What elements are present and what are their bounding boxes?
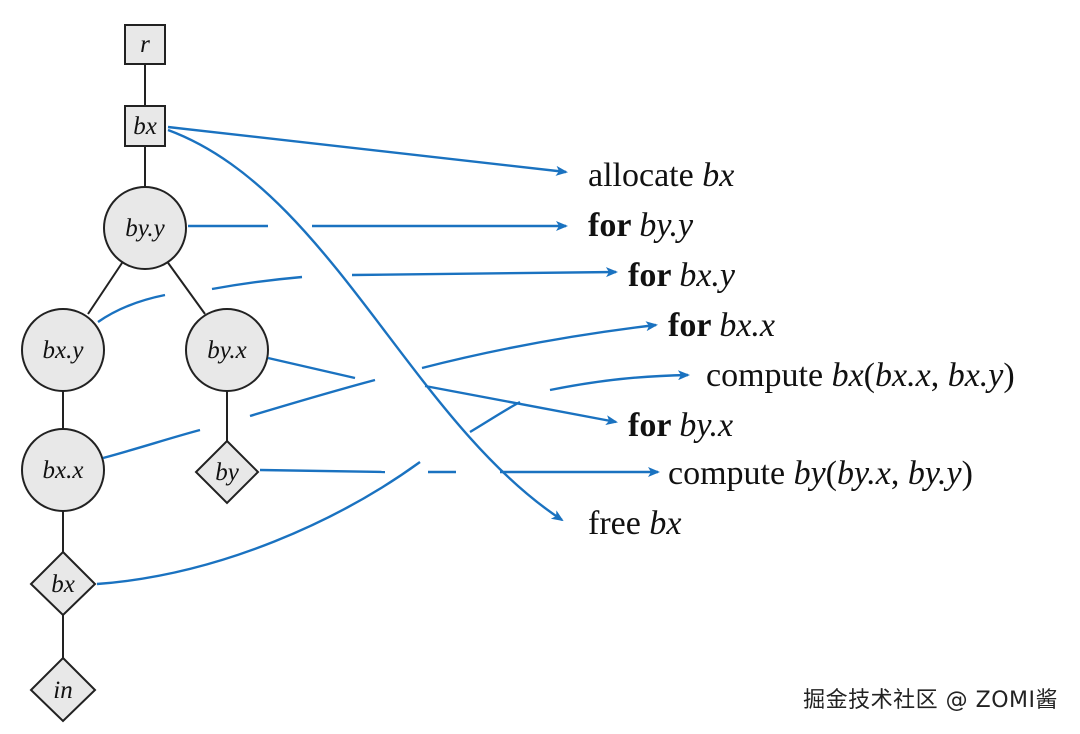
arrow-bx-compute-segment-2 xyxy=(469,400,521,434)
label-by-y: by.y xyxy=(125,215,165,242)
node-bx-compute xyxy=(29,550,97,617)
code-token: bx.y xyxy=(679,257,736,294)
tree-nodes xyxy=(21,24,269,723)
code-token: ) xyxy=(962,455,973,492)
code-token: bx.x xyxy=(875,357,931,394)
code-token: bx xyxy=(702,157,734,194)
generated-code: allocate bx for by.y for bx.y for bx.x c… xyxy=(588,157,1015,542)
code-token: for xyxy=(628,257,679,294)
code-token: compute xyxy=(668,455,794,492)
code-line-for-bx-x: for bx.x xyxy=(668,307,775,344)
node-by-x xyxy=(185,308,269,392)
arrow-bx-to-allocate xyxy=(167,125,568,176)
code-token: ( xyxy=(826,455,837,492)
code-token: , xyxy=(931,357,948,394)
code-token: by.y xyxy=(908,455,963,492)
node-bx-x xyxy=(21,428,105,512)
code-token: free xyxy=(588,505,649,542)
arrow-byx-segment-1 xyxy=(267,356,356,380)
node-r xyxy=(124,24,166,65)
arrow-bxx-to-for xyxy=(421,321,658,370)
code-line-for-bx-y: for bx.y xyxy=(628,257,736,294)
code-token: ) xyxy=(1003,357,1014,394)
code-token: bx.x xyxy=(719,307,775,344)
label-by-compute: by xyxy=(215,459,240,486)
arrow-bx-compute-to-compute xyxy=(549,370,690,392)
code-token: , xyxy=(891,455,908,492)
node-by-compute xyxy=(194,439,260,505)
arrow-byx-to-for xyxy=(424,384,618,426)
code-token: for xyxy=(588,207,639,244)
label-in: in xyxy=(53,677,72,704)
edge-byy-bxy xyxy=(87,259,125,315)
code-token: bx xyxy=(649,505,681,542)
label-bx-x: bx.x xyxy=(43,457,84,484)
node-bx-extension xyxy=(124,105,166,147)
code-token: compute xyxy=(706,357,832,394)
code-line-compute-by: compute by(by.x, by.y) xyxy=(668,455,973,492)
label-bx-compute: bx xyxy=(51,571,75,598)
code-token: by.y xyxy=(639,207,694,244)
node-bx-y xyxy=(21,308,105,392)
code-token: bx.y xyxy=(948,357,1005,394)
code-token: for xyxy=(628,407,679,444)
code-token: bx xyxy=(832,357,864,394)
label-by-x: by.x xyxy=(207,337,247,364)
code-token: allocate xyxy=(588,157,702,194)
arrow-bxx-segment-1 xyxy=(102,428,201,460)
code-token: by xyxy=(794,455,827,492)
label-r: r xyxy=(140,31,150,58)
arrow-bxy-segment-2 xyxy=(211,275,303,291)
mapping-arrows xyxy=(96,125,690,586)
arrow-bxy-segment-1 xyxy=(97,293,166,323)
tree-edges xyxy=(62,64,228,658)
arrow-by-segment-1 xyxy=(259,468,386,474)
node-by-y xyxy=(103,186,187,270)
code-token: by.x xyxy=(679,407,733,444)
code-line-free-bx: free bx xyxy=(588,505,681,542)
arrow-bxx-segment-2 xyxy=(249,378,376,418)
arrow-bx-compute-segment-1 xyxy=(96,461,421,586)
arrow-bxy-to-for xyxy=(351,267,618,278)
code-line-for-by-x: for by.x xyxy=(628,407,733,444)
label-bx-extension: bx xyxy=(133,113,157,140)
node-in xyxy=(29,656,97,723)
label-bx-y: bx.y xyxy=(43,337,85,364)
node-labels: r bx by.y bx.y by.x bx.x by bx in xyxy=(43,31,247,704)
code-line-for-by-y: for by.y xyxy=(588,207,694,244)
code-line-allocate-bx: allocate bx xyxy=(588,157,734,194)
code-token: by.x xyxy=(837,455,891,492)
watermark: 掘金技术社区 @ ZOMI酱 xyxy=(803,688,1058,713)
code-token: for xyxy=(668,307,719,344)
code-line-compute-bx: compute bx(bx.x, bx.y) xyxy=(706,357,1015,394)
code-token: ( xyxy=(864,357,875,394)
edge-byy-byx xyxy=(165,259,206,315)
